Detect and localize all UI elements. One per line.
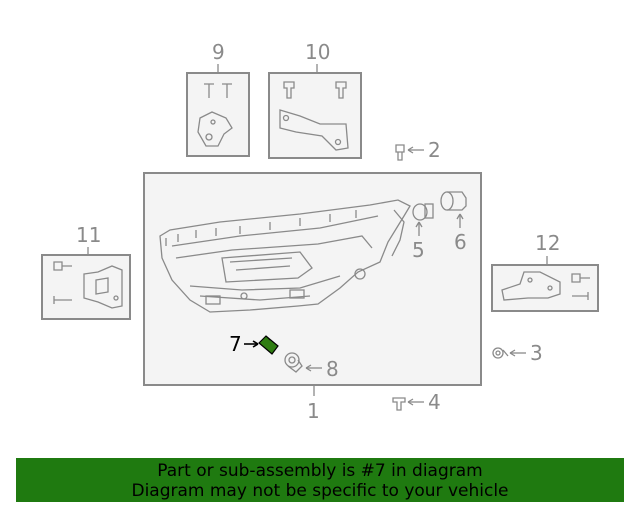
- bracket-kit-10: 10: [268, 40, 362, 159]
- socket-6: 6: [440, 191, 467, 254]
- callout-5: 5: [412, 238, 425, 262]
- headlamp-assembly-box: 1: [143, 172, 482, 423]
- bulb-7: 7: [229, 332, 279, 356]
- callout-4: 4: [428, 390, 441, 414]
- headlamp-housing: [159, 199, 411, 313]
- clip-4: 4: [392, 390, 441, 414]
- notice-line-2: Diagram may not be specific to your vehi…: [131, 481, 509, 501]
- callout-2: 2: [428, 138, 441, 162]
- notice-banner: Part or sub-assembly is #7 in diagram Di…: [16, 458, 624, 502]
- callout-12: 12: [535, 231, 560, 255]
- callout-9: 9: [212, 40, 225, 64]
- callout-6: 6: [454, 230, 467, 254]
- notice-line-1: Part or sub-assembly is #7 in diagram: [157, 461, 483, 481]
- parts-diagram: 1 2 3 4: [41, 40, 599, 423]
- bolt-2: 2: [395, 138, 441, 162]
- callout-7: 7: [229, 332, 242, 356]
- callout-3: 3: [530, 341, 543, 365]
- socket-8: 8: [284, 352, 339, 381]
- clip-3: 3: [492, 341, 543, 365]
- bracket-kit-9: 9: [186, 40, 250, 157]
- callout-10: 10: [305, 40, 330, 64]
- bracket-kit-12: 12: [491, 231, 599, 312]
- callout-8: 8: [326, 357, 339, 381]
- bracket-kit-11: 11: [41, 223, 131, 320]
- callout-11: 11: [76, 223, 101, 247]
- bulb-5: 5: [412, 203, 434, 262]
- callout-1: 1: [307, 399, 320, 423]
